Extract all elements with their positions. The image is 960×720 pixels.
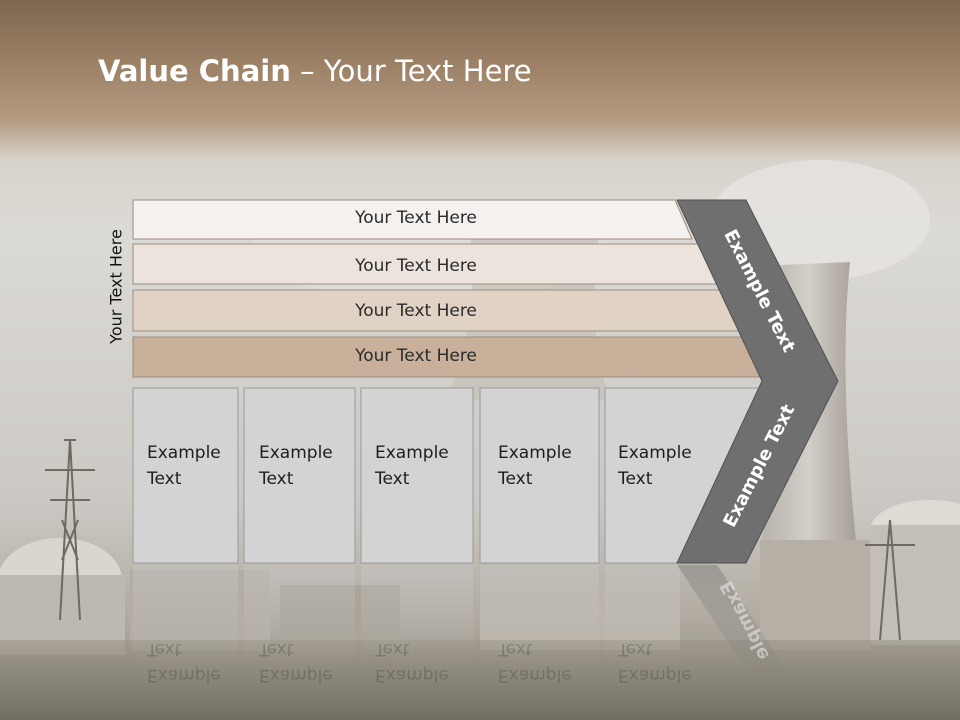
row-label-4: Your Text Here xyxy=(355,346,477,366)
row-label-3: Your Text Here xyxy=(355,301,477,321)
chevron-arrow xyxy=(676,199,839,564)
activity-box-1 xyxy=(132,387,239,564)
row-label-1: Your Text Here xyxy=(355,208,477,228)
activity-box-3 xyxy=(360,387,474,564)
title-rest-part: – Your Text Here xyxy=(290,54,532,88)
slide-title: Value Chain – Your Text Here xyxy=(98,54,532,88)
activity-box-4 xyxy=(479,387,600,564)
activity-box-2 xyxy=(243,387,356,564)
row-label-2: Your Text Here xyxy=(355,256,477,276)
row-band-1 xyxy=(132,199,693,240)
vertical-axis-label: Your Text Here xyxy=(106,229,126,344)
title-bold-part: Value Chain xyxy=(98,54,291,88)
